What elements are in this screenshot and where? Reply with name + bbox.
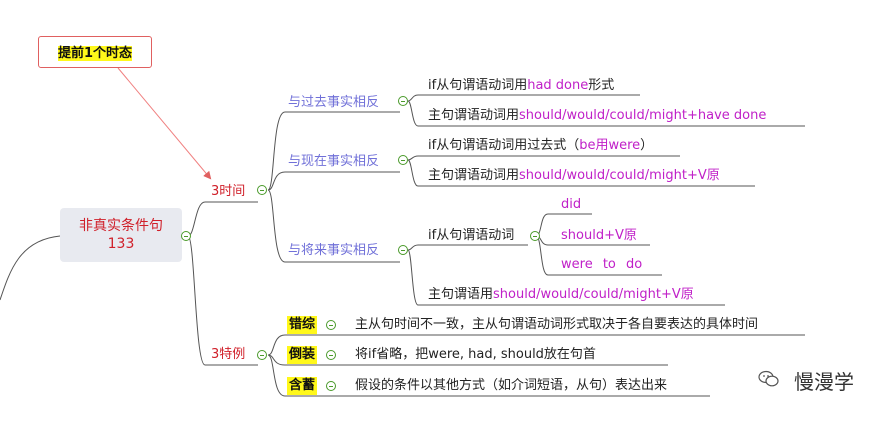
case-tag-mixed: 错综	[287, 316, 318, 334]
collapse-icon[interactable]	[326, 381, 336, 391]
callout-box[interactable]: 提前1个时态	[38, 36, 152, 68]
watermark-text: 慢漫学	[794, 370, 854, 394]
present-item-if: if从句谓语动词用过去式（be用were）	[428, 138, 654, 153]
present-item-main: 主句谓语动词用should/would/could/might+V原	[428, 168, 720, 183]
collapse-icon[interactable]	[257, 185, 267, 195]
sub-past-label: 与过去事实相反	[288, 95, 380, 110]
sub-present-label: 与现在事实相反	[288, 154, 380, 169]
collapse-icon[interactable]	[398, 96, 408, 106]
option-were-to-do: were to do	[561, 257, 643, 272]
collapse-icon[interactable]	[326, 320, 336, 330]
option-should-v: should+V原	[561, 228, 637, 243]
case-tag-inversion: 倒装	[287, 346, 318, 364]
collapse-icon[interactable]	[530, 231, 540, 241]
past-item-if: if从句谓语动词用had done形式	[428, 78, 615, 93]
future-item-main: 主句谓语用should/would/could/might+V原	[428, 287, 694, 302]
wechat-icon	[758, 370, 779, 387]
case-tag-implied: 含蓄	[287, 377, 318, 395]
branch-label-time: 3时间	[211, 184, 246, 199]
sub-future-label: 与将来事实相反	[288, 243, 380, 258]
case-text-implied: 假设的条件以其他方式（如介词短语，从句）表达出来	[355, 378, 668, 393]
callout-arrow	[117, 67, 212, 180]
root-node[interactable]: 非真实条件句 133	[60, 208, 182, 262]
root-title: 非真实条件句	[79, 218, 163, 234]
option-did: did	[561, 197, 582, 212]
collapse-icon[interactable]	[257, 350, 267, 360]
collapse-icon[interactable]	[398, 155, 408, 165]
collapse-icon[interactable]	[398, 245, 408, 255]
past-item-main: 主句谓语动词用should/would/could/might+have don…	[428, 108, 767, 123]
future-item-if: if从句谓语动词	[428, 228, 515, 243]
collapse-icon[interactable]	[181, 231, 191, 241]
collapse-icon[interactable]	[326, 350, 336, 360]
root-subtitle: 133	[107, 236, 135, 252]
case-text-mixed: 主从句时间不一致，主从句谓语动词形式取决于各自要表达的具体时间	[355, 317, 759, 332]
case-text-inversion: 将if省略，把were, had, should放在句首	[355, 347, 596, 362]
callout-label: 提前1个时态	[57, 46, 133, 61]
branch-label-special: 3特例	[211, 347, 246, 362]
